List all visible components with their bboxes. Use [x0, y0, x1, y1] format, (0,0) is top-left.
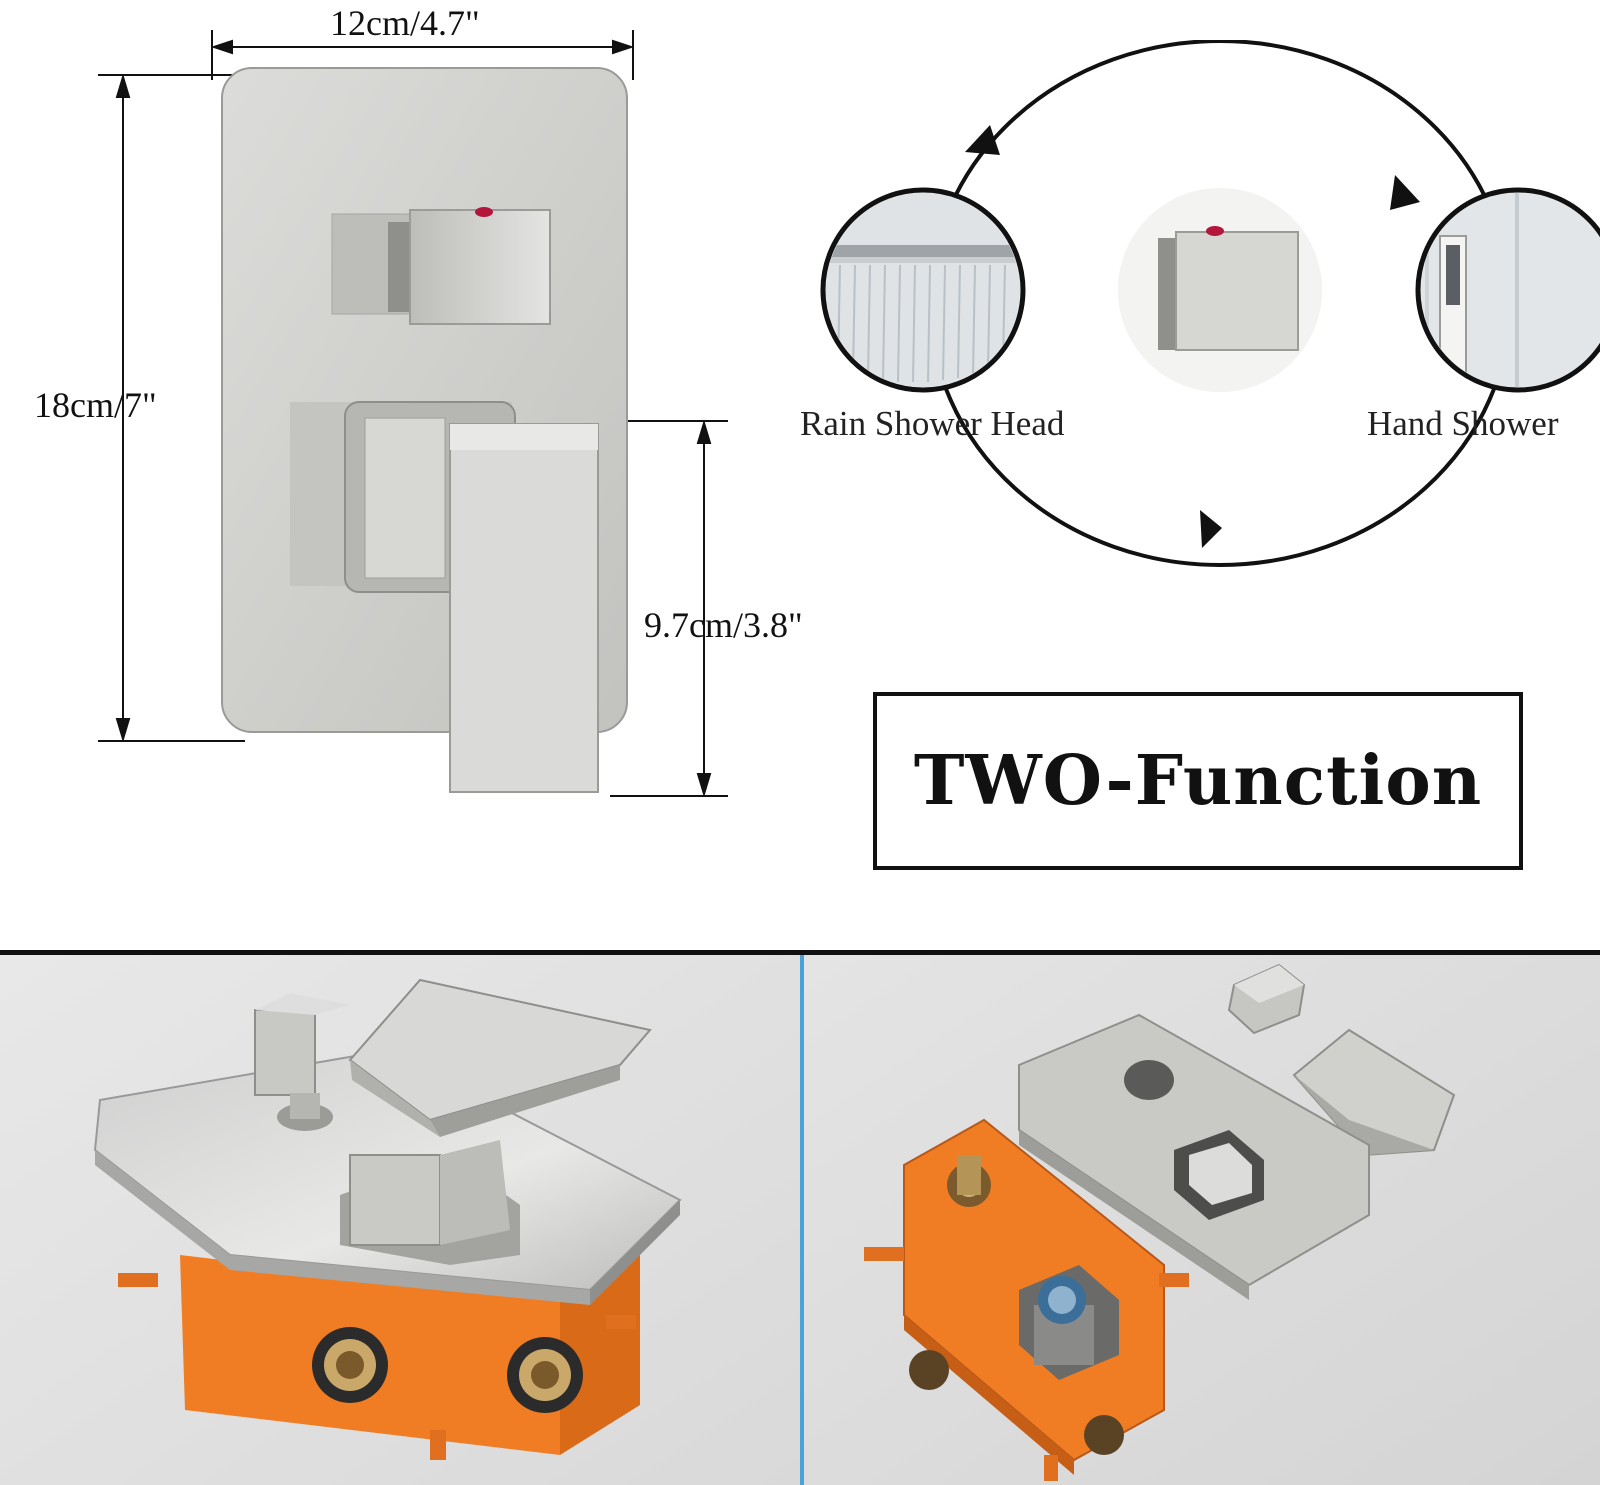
- function-title: TWO-Function: [913, 741, 1483, 821]
- cycle-arrow-top-left: [965, 125, 1000, 155]
- horizontal-divider: [0, 950, 1600, 955]
- exploded-parts-photo: [804, 955, 1600, 1485]
- exploded-parts-svg: [804, 955, 1600, 1485]
- rain-shower-head-label: Rain Shower Head: [800, 404, 1065, 443]
- width-label: 12cm/4.7": [330, 3, 480, 43]
- cycle-arrow-bottom: [1200, 510, 1222, 548]
- assembled-valve-photo: [0, 955, 800, 1485]
- width-dimension: [210, 30, 635, 80]
- cycle-arrow-top-right: [1390, 175, 1420, 210]
- cycle-svg: [820, 39, 1600, 567]
- mixer-lever: [449, 423, 599, 793]
- dimension-drawing-svg: [98, 30, 728, 798]
- assembled-valve-svg: [0, 955, 800, 1485]
- dimension-drawing: 12cm/4.7" 18cm/7" 9.7cm/3.8": [0, 0, 880, 880]
- height-label: 18cm/7": [34, 385, 157, 425]
- vertical-divider: [800, 955, 804, 1485]
- height-dimension: [98, 73, 245, 743]
- hand-shower-label: Hand Shower: [1367, 404, 1559, 443]
- handle-label: 9.7cm/3.8": [644, 605, 803, 645]
- function-box: TWO-Function: [873, 692, 1523, 870]
- diverter-knob: [409, 209, 551, 325]
- handle-dimension: [610, 419, 728, 798]
- function-cycle-diagram: Rain Shower Head Hand Shower: [800, 39, 1600, 600]
